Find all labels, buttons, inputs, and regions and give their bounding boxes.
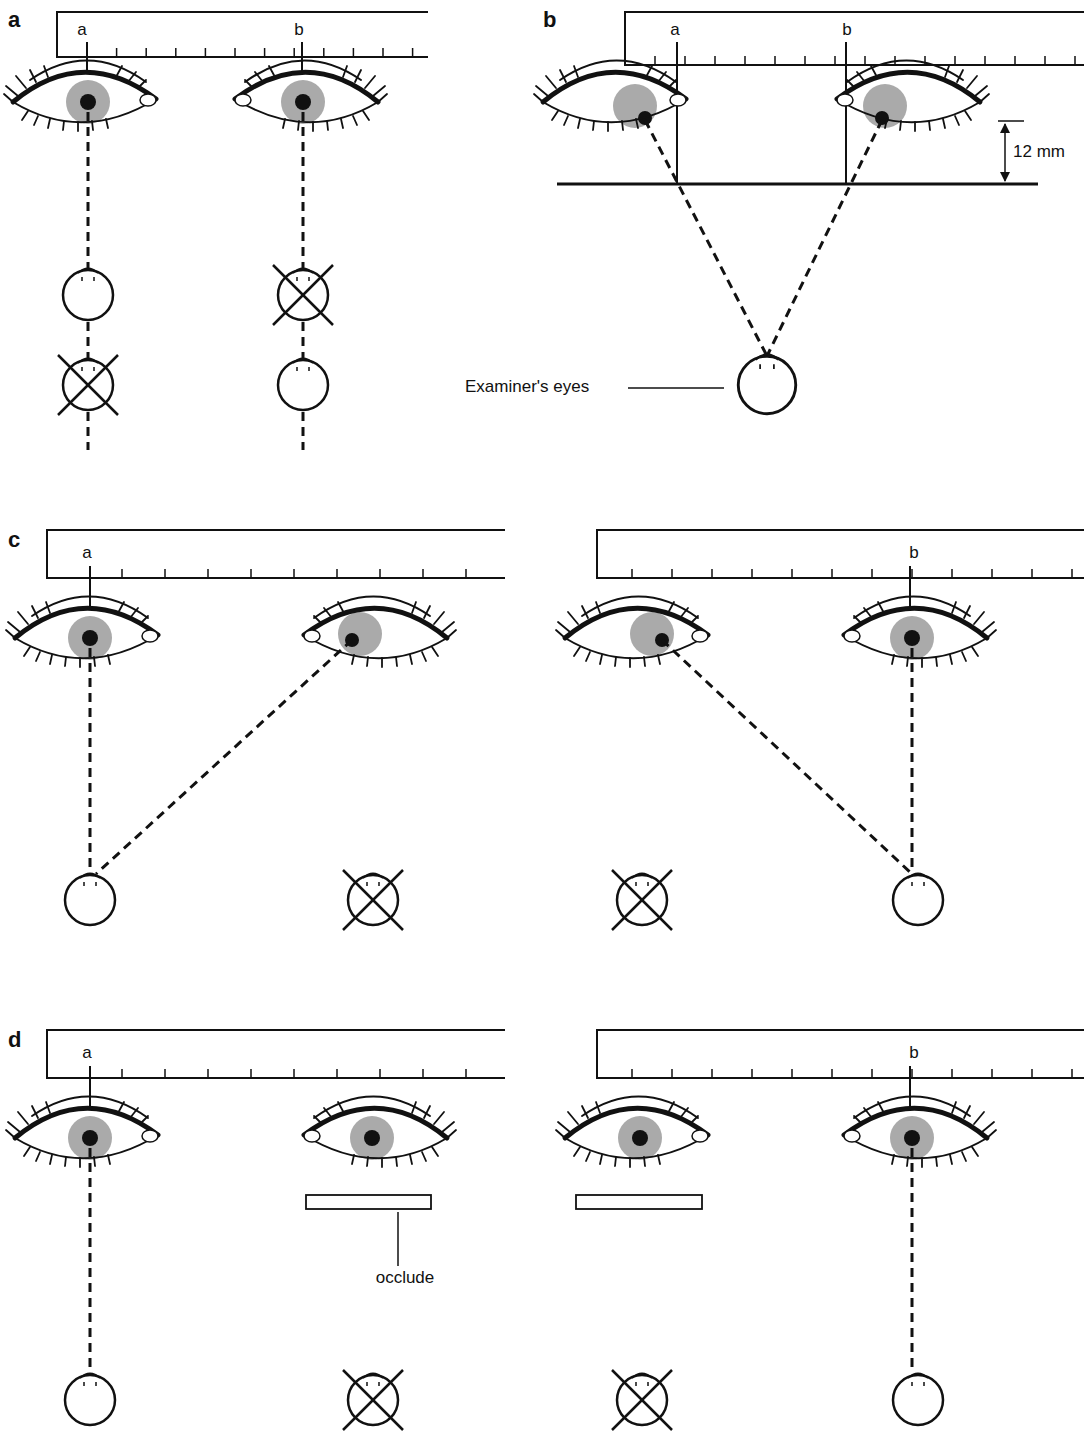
ruler-tick (804, 56, 806, 65)
panel-letter: a (8, 8, 20, 32)
ruler-tick (671, 1069, 673, 1078)
ruler-mark: b (909, 1044, 918, 1063)
ruler-tick (791, 569, 793, 578)
ruler-tick (293, 569, 295, 578)
ruler-tick (145, 48, 147, 57)
ruler-tick (834, 56, 836, 65)
ruler-tick (207, 569, 209, 578)
ruler-tick (205, 48, 207, 57)
ruler-tick (984, 56, 986, 65)
ruler-tick (353, 48, 355, 57)
ruler-mark: a (77, 21, 86, 40)
ruler-tick (293, 1069, 295, 1078)
ruler-tick (175, 48, 177, 57)
ruler-tick (654, 56, 656, 65)
ruler-mark: b (294, 21, 303, 40)
ruler-tick (1044, 56, 1046, 65)
ruler-tick (336, 569, 338, 578)
ruler-tick (911, 569, 913, 578)
ruler-mark: a (82, 1044, 91, 1063)
ruler-tick (991, 1069, 993, 1078)
ruler-tick (264, 48, 266, 57)
ruler-tick (831, 569, 833, 578)
dimension: 12 mm (1011, 143, 1067, 162)
ruler-tick (991, 569, 993, 578)
ruler-tick (234, 48, 236, 57)
ruler-tick (791, 1069, 793, 1078)
ruler-tick (871, 569, 873, 578)
ruler-tick (711, 1069, 713, 1078)
ruler-tick (631, 1069, 633, 1078)
ruler-tick (412, 48, 414, 57)
ruler-tick (684, 56, 686, 65)
ruler-tick (121, 1069, 123, 1078)
ruler-tick (250, 569, 252, 578)
callout-label: Examiner's eyes (465, 378, 589, 397)
ruler-tick (465, 1069, 467, 1078)
ruler-tick (1071, 1069, 1073, 1078)
ruler-tick (250, 1069, 252, 1078)
panel-letter: b (543, 8, 556, 32)
ruler-tick (951, 569, 953, 578)
ruler-tick (671, 569, 673, 578)
ruler-tick (751, 1069, 753, 1078)
ruler-tick (954, 56, 956, 65)
ruler-mark: a (670, 21, 679, 40)
ruler-tick (911, 1069, 913, 1078)
ruler-tick (121, 569, 123, 578)
ruler-tick (1014, 56, 1016, 65)
ruler-tick (751, 569, 753, 578)
panel-letter: d (8, 1028, 21, 1052)
ruler-tick (323, 48, 325, 57)
ruler-tick (293, 48, 295, 57)
ruler-tick (711, 569, 713, 578)
ruler-tick (164, 569, 166, 578)
ruler-tick (465, 569, 467, 578)
ruler-tick (951, 1069, 953, 1078)
ruler-tick (422, 1069, 424, 1078)
panel-letter: c (8, 528, 20, 552)
ruler-tick (831, 1069, 833, 1078)
ruler-tick (864, 56, 866, 65)
ruler-tick (1071, 569, 1073, 578)
ruler-tick (207, 1069, 209, 1078)
ruler-tick (714, 56, 716, 65)
ruler-tick (631, 569, 633, 578)
ruler-tick (379, 569, 381, 578)
ruler-mark: b (842, 21, 851, 40)
ruler-mark: b (909, 544, 918, 563)
ruler-tick (1031, 569, 1033, 578)
ruler-mark: a (82, 544, 91, 563)
ruler-tick (382, 48, 384, 57)
ruler-tick (871, 1069, 873, 1078)
ruler-tick (744, 56, 746, 65)
ruler-tick (336, 1069, 338, 1078)
ruler-tick (774, 56, 776, 65)
ruler-tick (164, 1069, 166, 1078)
ruler-tick (379, 1069, 381, 1078)
callout-label: occlude (376, 1269, 435, 1288)
ruler-tick (422, 569, 424, 578)
ruler-tick (1074, 56, 1076, 65)
ruler-tick (116, 48, 118, 57)
ruler-tick (1031, 1069, 1033, 1078)
